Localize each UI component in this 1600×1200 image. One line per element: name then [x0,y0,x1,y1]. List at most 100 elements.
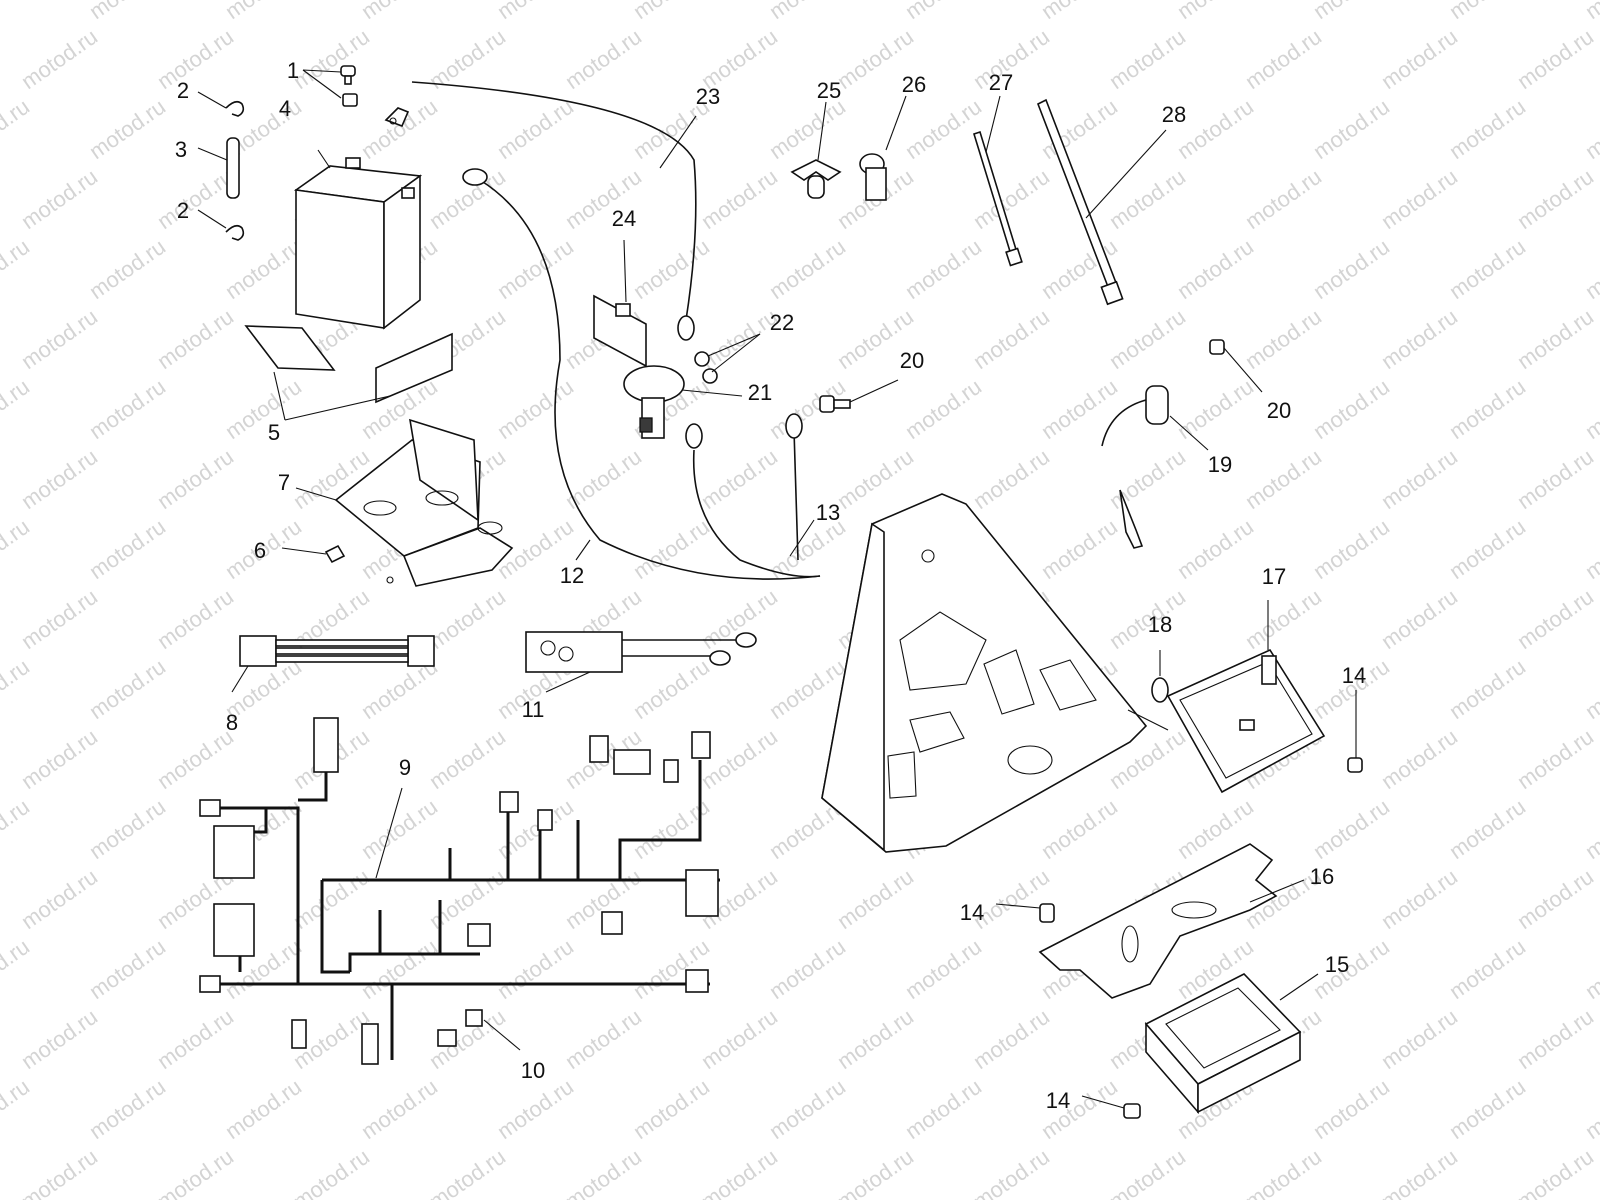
part-7-battery-tray [295,418,514,587]
watermark-text: motod.ru [289,864,374,934]
watermark-text: motod.ru [901,94,986,164]
watermark-text: motod.ru [1105,444,1190,514]
watermark-text: motod.ru [561,24,646,94]
watermark-text: motod.ru [493,374,578,444]
watermark-text: motod.ru [1581,934,1600,1004]
watermark-text: motod.ru [17,1004,102,1074]
callout-26: 26 [902,72,926,97]
watermark-text: motod.ru [1241,304,1326,374]
watermark-text: motod.ru [17,724,102,794]
watermark-text: motod.ru [221,374,306,444]
callout-10: 10 [521,1058,545,1083]
watermark-text: motod.ru [0,654,34,724]
watermark-text: motod.ru [289,1144,374,1200]
part-25-26-clips [790,95,907,201]
watermark-text: motod.ru [153,444,238,514]
part-21-22-24-solenoid [593,239,761,439]
part-9-main-harness [199,717,720,1065]
watermark-text: motod.ru [493,1074,578,1144]
watermark-text: motod.ru [1377,304,1462,374]
watermark-text: motod.ru [1309,514,1394,584]
watermark-text: motod.ru [1445,0,1530,24]
watermark-text: motod.ru [1105,1144,1190,1200]
watermark-text: motod.ru [833,864,918,934]
watermark-text: motod.ru [629,934,714,1004]
callout-18: 18 [1148,612,1172,637]
watermark-text: motod.ru [1309,94,1394,164]
watermark-text: motod.ru [357,934,442,1004]
watermark-text: motod.ru [1309,1074,1394,1144]
watermark-text: motod.ru [1513,164,1598,234]
watermark-text: motod.ru [0,374,34,444]
callout-11: 11 [522,697,545,722]
watermark-text: motod.ru [17,24,102,94]
watermark-text: motod.ru [0,0,34,24]
watermark-text: motod.ru [0,794,34,864]
watermark-text: motod.ru [1377,1004,1462,1074]
watermark-text: motod.ru [85,1074,170,1144]
watermark-text: motod.ru [765,94,850,164]
watermark-text: motod.ru [0,514,34,584]
watermark-text: motod.ru [697,1144,782,1200]
watermark-text: motod.ru [1309,374,1394,444]
watermark-text: motod.ru [1241,1144,1326,1200]
callout-25: 25 [817,78,841,103]
watermark-text: motod.ru [221,0,306,24]
part-14-screws [995,690,1363,1119]
watermark-text: motod.ru [153,164,238,234]
watermark-text: motod.ru [1241,584,1326,654]
watermark-text: motod.ru [85,234,170,304]
watermark-text: motod.ru [221,234,306,304]
watermark-text: motod.ru [697,444,782,514]
watermark-text: motod.ru [1581,234,1600,304]
watermark-text: motod.ru [153,584,238,654]
part-19-sensor [1101,385,1209,549]
watermark-text: motod.ru [85,514,170,584]
watermark-text: motod.ru [969,444,1054,514]
watermark-text: motod.ru [901,374,986,444]
watermark-text: motod.ru [1513,724,1598,794]
watermark-text: motod.ru [1445,514,1530,584]
callout-20a: 20 [900,348,924,373]
watermark-text: motod.ru [425,1144,510,1200]
watermark-text: motod.ru [1445,934,1530,1004]
watermark-text: motod.ru [357,94,442,164]
watermark-text: motod.ru [1173,234,1258,304]
callout-5: 5 [268,420,280,445]
callout-7: 7 [278,470,290,495]
watermark-text: motod.ru [1513,1004,1598,1074]
callout-14a: 14 [1342,663,1366,688]
part-4-battery [293,149,423,330]
watermark-text: motod.ru [0,1074,34,1144]
callout-24: 24 [612,206,636,231]
watermark-text: motod.ru [969,164,1054,234]
watermark-text: motod.ru [901,234,986,304]
part-2-3-battery-strap [197,91,245,241]
part-20-screws [819,339,1263,413]
watermark-text: motod.ru [901,934,986,1004]
watermark-text: motod.ru [1037,794,1122,864]
watermark-text: motod.ru [1309,934,1394,1004]
watermark-text: motod.ru [17,304,102,374]
watermark-text: motod.ru [833,1004,918,1074]
watermark-text: motod.ru [1377,584,1462,654]
watermark-text: motod.ru [1377,1144,1462,1200]
callout-1: 1 [287,58,299,83]
watermark-text: motod.ru [765,234,850,304]
watermark-text: motod.ru [1445,1074,1530,1144]
watermark-text: motod.ru [1105,304,1190,374]
watermark-text: motod.ru [493,94,578,164]
watermark-text: motod.ru [1581,514,1600,584]
watermark-text: motod.ru [1105,24,1190,94]
watermark-text: motod.ru [1377,864,1462,934]
watermark-text: motod.ru [1173,514,1258,584]
callout-12: 12 [560,563,584,588]
callout-21: 21 [748,380,772,405]
watermark-text: motod.ru [1105,164,1190,234]
watermark-text: motod.ru [969,1144,1054,1200]
callout-16: 16 [1310,864,1334,889]
watermark-text: motod.ru [561,444,646,514]
part-16-bracket [1038,843,1305,999]
